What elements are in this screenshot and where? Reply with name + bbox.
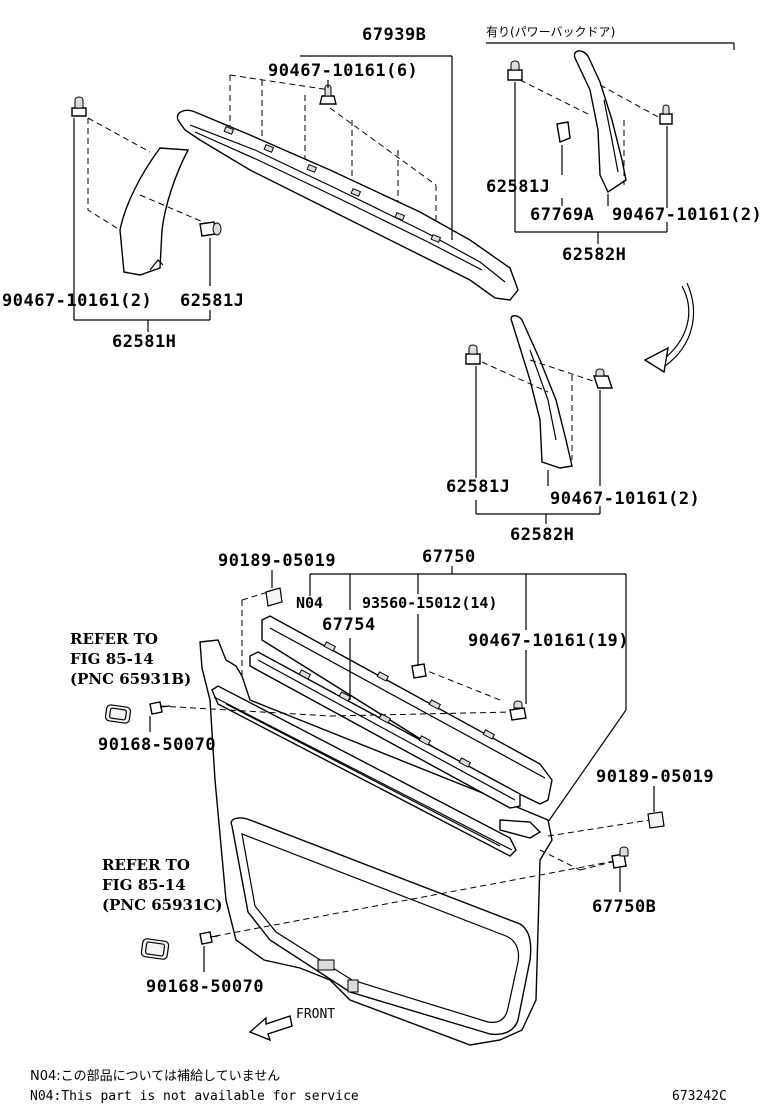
clip-90467-left — [71, 96, 87, 117]
screw-93560-15012 — [411, 660, 427, 679]
label-62581H: 62581H — [112, 332, 176, 352]
front-arrow-icon — [248, 1015, 293, 1042]
label-93560-15012-14: 93560-15012(14) — [362, 594, 497, 612]
refer-to-note-65931C: REFER TO FIG 85-14 (PNC 65931C) — [102, 856, 222, 914]
label-90467-10161-6: 90467-10161(6) — [268, 61, 418, 81]
clip-67750B — [611, 846, 629, 869]
ref-c-line2: FIG 85-14 — [102, 876, 186, 894]
label-90168-50070-bottom: 90168-50070 — [146, 977, 264, 997]
label-67750: 67750 — [422, 547, 476, 567]
ref-c-line1: REFER TO — [102, 856, 190, 874]
label-90467-10161-2-middle: 90467-10161(2) — [550, 489, 700, 509]
clip-90189-05019-top — [265, 587, 283, 607]
part-62582H-pillar-power — [507, 50, 673, 194]
label-67754: 67754 — [322, 615, 376, 635]
part-67939B-strip — [176, 74, 519, 301]
label-90189-05019-right: 90189-05019 — [596, 767, 714, 787]
label-62582H-power: 62582H — [562, 245, 626, 265]
label-67750B: 67750B — [592, 897, 656, 917]
refer-to-note-65931B: REFER TO FIG 85-14 (PNC 65931B) — [70, 630, 191, 688]
footnote-en: N04:This part is not available for servi… — [30, 1089, 359, 1104]
clip-90467-top — [319, 84, 337, 105]
label-67939B: 67939B — [362, 25, 426, 45]
clip-90467-power — [659, 104, 673, 125]
label-90467-10161-2-power: 90467-10161(2) — [612, 205, 760, 225]
bracket-67769A — [556, 121, 571, 143]
ref-b-line2: FIG 85-14 — [70, 650, 154, 668]
label-67769A: 67769A — [530, 205, 594, 225]
pin-62581J-left — [199, 221, 222, 237]
screw-90168-50070-bottom — [199, 931, 219, 945]
clip-90467-middle — [593, 368, 613, 389]
ref-c-line3: (PNC 65931C) — [102, 896, 222, 914]
label-62581J-power: 62581J — [486, 177, 550, 197]
part-62582H-pillar — [465, 315, 613, 469]
part-67750-door-panel — [199, 639, 553, 1046]
transition-arrow-icon — [643, 282, 695, 374]
label-90467-10161-2-left: 90467-10161(2) — [2, 291, 152, 311]
label-90168-50070-top: 90168-50070 — [98, 735, 216, 755]
ref-b-line1: REFER TO — [70, 630, 158, 648]
clip-90467-10161-19 — [509, 700, 527, 721]
part-67754-strip — [249, 615, 553, 839]
label-power-backdoor-note: 有り(パワーバックドア) — [486, 25, 615, 39]
figure-id: 673242C — [672, 1089, 727, 1104]
label-front: FRONT — [296, 1007, 335, 1022]
footnote-jp: N04:この部品については補給していません — [30, 1069, 280, 1084]
part-62581H-pillar — [71, 96, 222, 276]
label-62582H: 62582H — [510, 525, 574, 545]
label-N04: N04 — [296, 594, 323, 612]
ref-b-line3: (PNC 65931B) — [70, 670, 191, 688]
pin-62581J-power — [507, 60, 523, 81]
cover-65931B — [104, 704, 132, 724]
cover-65931C — [140, 938, 170, 960]
clip-90189-05019-right — [647, 811, 665, 829]
screw-90168-50070-top — [149, 701, 171, 715]
label-90467-10161-19: 90467-10161(19) — [468, 631, 629, 651]
pin-62581J-middle — [465, 344, 481, 365]
label-90189-05019-top: 90189-05019 — [218, 551, 336, 571]
label-62581J-middle: 62581J — [446, 477, 510, 497]
label-62581J-left: 62581J — [180, 291, 244, 311]
